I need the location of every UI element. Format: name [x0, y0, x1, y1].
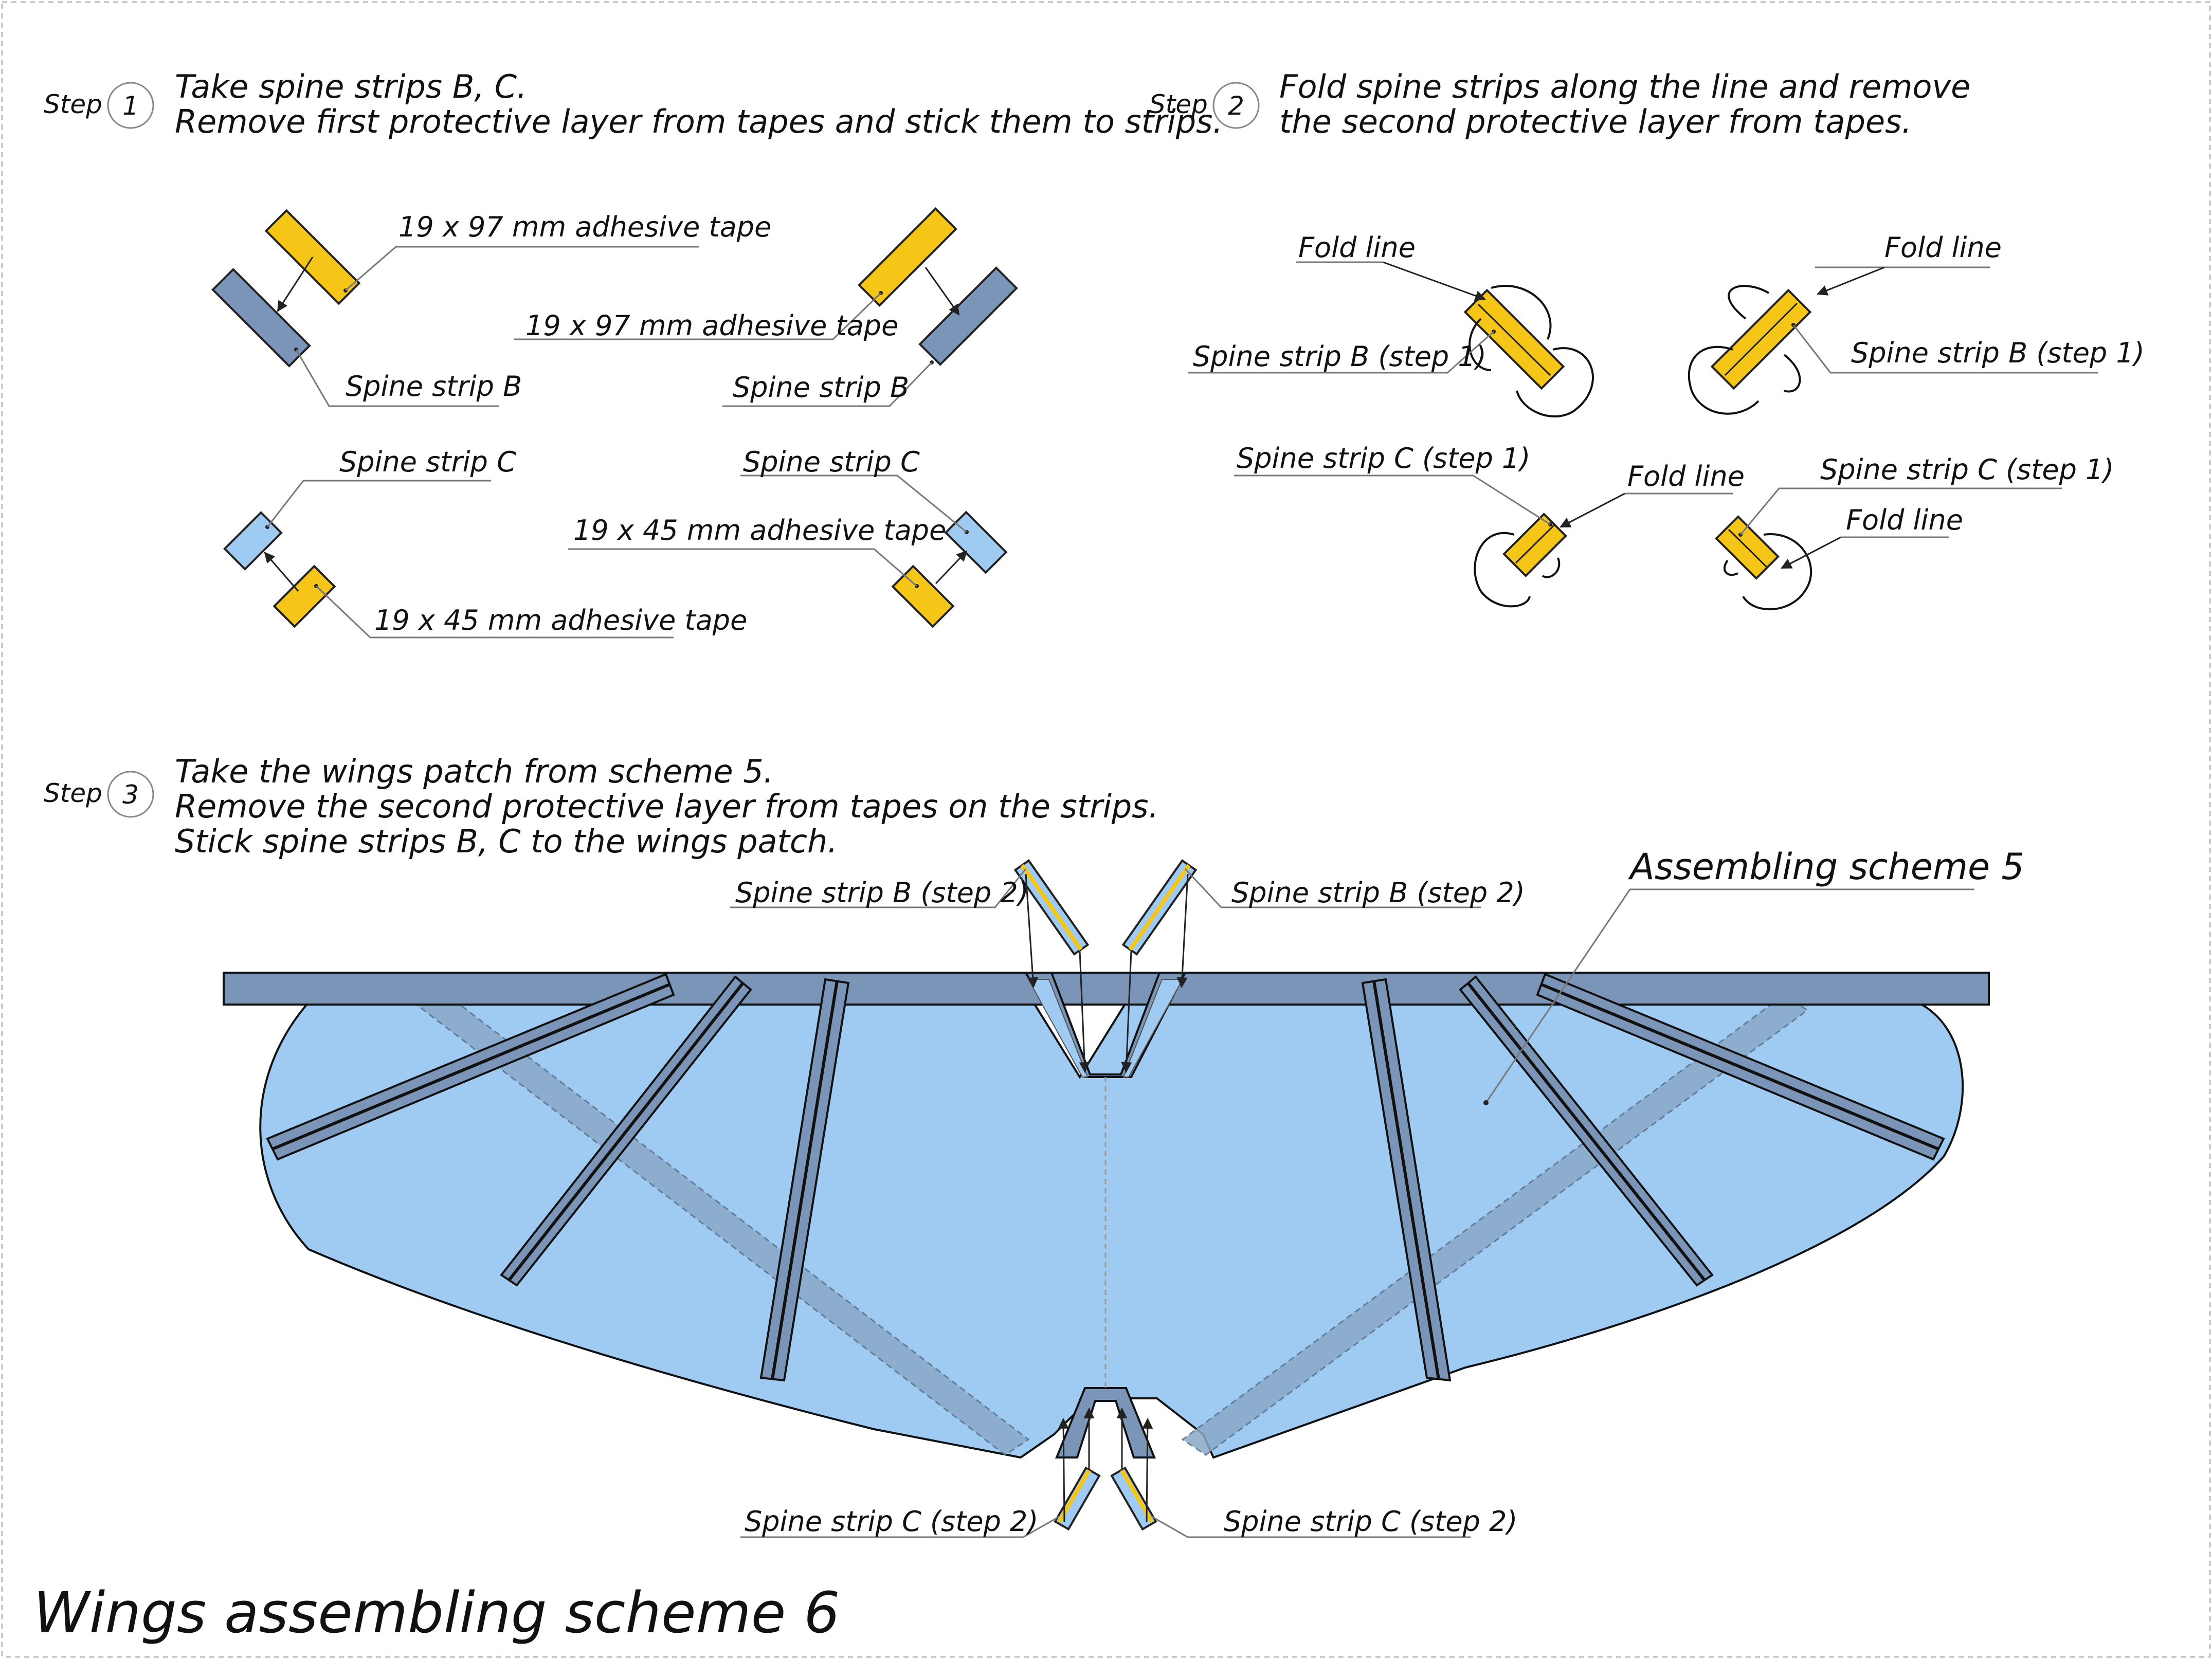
arrow-b-left-1 — [1025, 873, 1039, 989]
arrow-fold-line-left — [1383, 261, 1486, 301]
step-1-word: Step — [44, 89, 102, 119]
arrow-b-right-1 — [1176, 873, 1189, 989]
step-2-line-1: Fold spine strips along the line and rem… — [1279, 68, 1970, 105]
step-3-heading: Step 3 Take the wings patch from scheme … — [44, 753, 1158, 860]
label-spine-c-step2-left: Spine strip C (step 2) — [745, 1505, 1038, 1538]
step-3-line-1: Take the wings patch from scheme 5. — [175, 753, 774, 790]
arrow-b-left-2 — [1079, 951, 1090, 1073]
label-spine-c-step1-left: Spine strip C (step 1) — [1237, 442, 1530, 475]
label-tape-97-right: 19 x 97 mm adhesive tape — [525, 309, 898, 342]
step-1-arrow-right-b — [924, 267, 960, 316]
leader-spine-b-step1-right — [1792, 324, 2098, 374]
leader-tape-97-left — [345, 246, 699, 291]
leader-assembling-scheme-5 — [1485, 888, 1974, 1103]
label-spine-b-step2-left: Spine strip B (step 2) — [735, 877, 1029, 909]
leader-spine-c-left — [266, 480, 491, 527]
step-2-spine-c-left — [1474, 513, 1567, 608]
step-2-spine-b-right — [1688, 285, 1812, 415]
wings-top-bar — [223, 972, 1990, 1006]
label-spine-b-left: Spine strip B — [346, 370, 522, 403]
wings-bottom-notch — [1055, 1387, 1156, 1459]
step-3-spine-b-right — [1121, 859, 1198, 956]
leader-spine-c-step2-right — [1151, 1516, 1471, 1538]
leader-spine-c-step2-left — [740, 1516, 1060, 1538]
step-1-spine-b-right — [918, 266, 1018, 366]
step-3-circle — [107, 771, 154, 818]
label-tape-97-left: 19 x 97 mm adhesive tape — [398, 211, 771, 243]
arrow-fold-line-c-left — [1560, 493, 1625, 528]
wings-dark-strips — [266, 973, 1945, 1382]
step-3-spine-c-left — [1054, 1466, 1101, 1531]
leader-spine-c-step1-right — [1739, 487, 2062, 535]
leader-spine-b-step2-left — [730, 868, 1027, 908]
arrow-c-right-1 — [1142, 1417, 1153, 1522]
arrow-c-left-1 — [1058, 1417, 1069, 1522]
step-1-arrow-right-c — [935, 550, 968, 585]
label-spine-b-right: Spine strip B — [733, 371, 909, 404]
step-1-line-1: Take spine strips B, C. — [175, 68, 527, 105]
assembling-scheme-5-dot — [1483, 1100, 1489, 1105]
step-2-heading: Step 2 Fold spine strips along the line … — [1149, 68, 1970, 140]
step-2-spine-c-right — [1715, 515, 1812, 611]
arrow-fold-line-c-right — [1781, 536, 1841, 569]
label-spine-c-left: Spine strip C — [339, 446, 516, 478]
leader-tape-45-right — [568, 548, 917, 587]
step-1-arrow-left-b — [277, 257, 314, 312]
step-3-spine-c-right — [1110, 1466, 1157, 1531]
leader-spine-b-step1-left — [1188, 331, 1494, 374]
label-spine-b-step2-right: Spine strip B (step 2) — [1231, 877, 1525, 909]
step-3-number: 3 — [122, 780, 139, 810]
wings-top-notch-inner-right — [1122, 979, 1184, 1078]
arrow-b-right-2 — [1121, 951, 1132, 1073]
leader-spine-c-step1-left — [1234, 475, 1551, 525]
label-assembling-scheme-5: Assembling scheme 5 — [1628, 846, 2024, 888]
page-title: Wings assembling scheme 6 — [33, 1580, 840, 1646]
leader-spine-b-right — [722, 361, 933, 407]
step-1-circle — [107, 82, 154, 129]
step-2-word: Step — [1149, 89, 1208, 119]
label-spine-b-step1-left: Spine strip B (step 1) — [1193, 340, 1486, 373]
label-spine-c-right: Spine strip C — [743, 446, 920, 478]
step-2-circle — [1212, 82, 1260, 129]
step-1-tape-45-left — [273, 564, 336, 628]
step-1-arrow-left-c — [264, 552, 299, 592]
arrow-fold-line-right — [1817, 266, 1885, 296]
step-1-number: 1 — [122, 91, 139, 121]
label-spine-c-step1-right: Spine strip C (step 1) — [1820, 453, 2114, 486]
label-spine-b-step1-right: Spine strip B (step 1) — [1851, 337, 2145, 369]
label-tape-45-right: 19 x 45 mm adhesive tape — [573, 514, 946, 546]
label-spine-c-step2-right: Spine strip C (step 2) — [1224, 1505, 1517, 1538]
leader-spine-c-right — [740, 475, 967, 533]
step-2-number: 2 — [1228, 91, 1244, 121]
leader-spine-b-step2-right — [1184, 868, 1481, 908]
label-fold-line-c-right: Fold line — [1846, 504, 1963, 536]
label-fold-line-right: Fold line — [1884, 231, 2002, 264]
step-1-heading: Step 1 Take spine strips B, C. Remove fi… — [44, 68, 1223, 140]
label-tape-45-left: 19 x 45 mm adhesive tape — [374, 604, 747, 636]
leader-tape-45-left — [315, 585, 674, 639]
label-fold-line-c-left: Fold line — [1627, 460, 1745, 493]
leader-spine-b-left — [295, 349, 499, 407]
step-2-spine-b-left — [1463, 285, 1594, 417]
leader-tape-97-right — [514, 292, 882, 340]
step-2-line-2: the second protective layer from tapes. — [1279, 103, 1912, 140]
label-fold-line-left: Fold line — [1298, 231, 1416, 264]
wings-faint-strips — [402, 978, 1809, 1456]
step-3-line-2: Remove the second protective layer from … — [175, 788, 1158, 825]
step-1-line-2: Remove first protective layer from tapes… — [175, 103, 1223, 140]
step-3-spine-b-left — [1013, 859, 1090, 956]
step-3-word: Step — [44, 778, 102, 808]
step-3-line-3: Stick spine strips B, C to the wings pat… — [175, 823, 838, 860]
wings-top-notch-inner-left — [1027, 979, 1089, 1078]
